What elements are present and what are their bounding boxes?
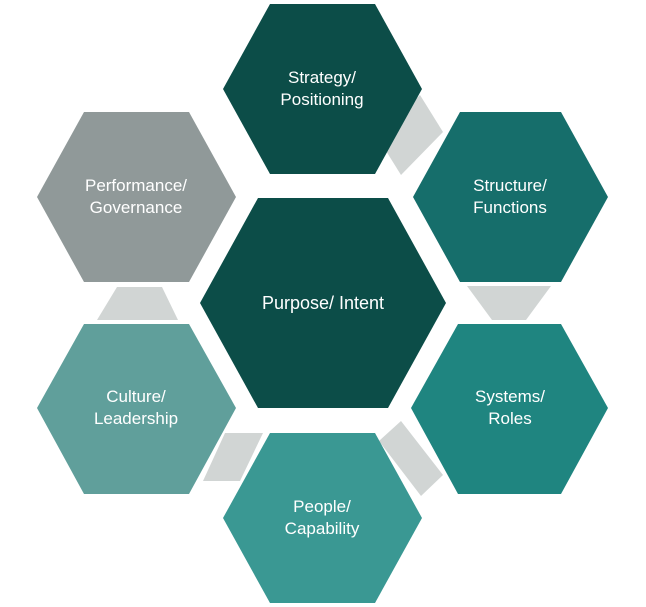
label-people: People/ Capability [284, 497, 360, 538]
hexagon-structure [413, 112, 608, 282]
connector-people-culture [203, 433, 263, 481]
label-performance: Performance/ Governance [84, 176, 188, 217]
hexagon-strategy [223, 4, 422, 174]
label-systems: Systems/ Roles [475, 387, 545, 428]
connector-strategy-structure [378, 95, 443, 175]
hexagon-center [200, 198, 446, 408]
hexagon-performance [37, 112, 236, 282]
hexagon-systems [411, 324, 608, 494]
label-culture: Culture/ Leadership [93, 387, 179, 428]
hexagon-culture [37, 324, 236, 494]
label-center: Purpose/ Intent [261, 293, 385, 313]
connector-culture-performance [97, 287, 178, 320]
connector-structure-systems [467, 286, 551, 320]
hexagon-people [223, 433, 422, 603]
connector-systems-people [379, 421, 443, 496]
label-structure: Structure/ Functions [473, 176, 547, 217]
label-strategy: Strategy/ Positioning [280, 68, 364, 109]
